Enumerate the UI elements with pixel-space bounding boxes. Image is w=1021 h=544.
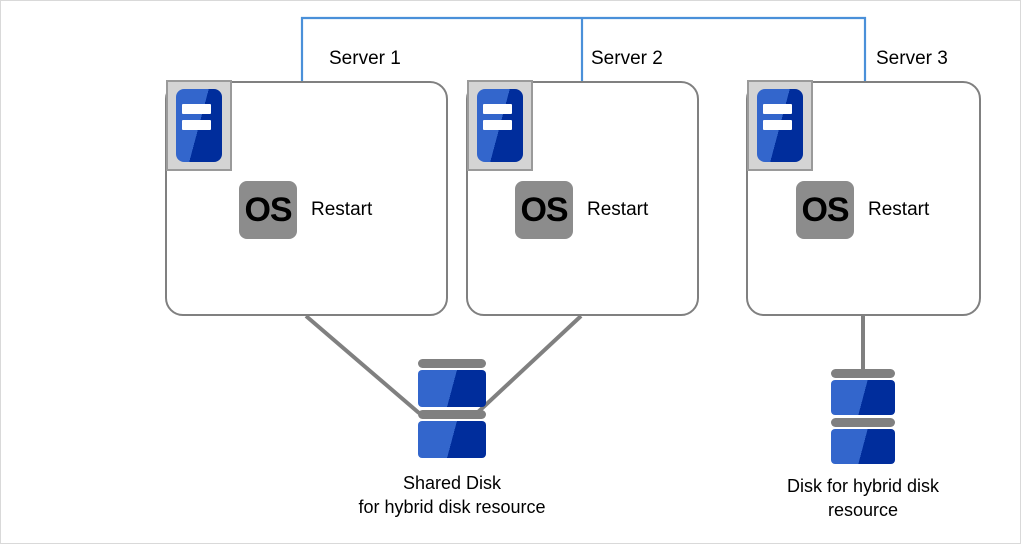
os-badge-1: OS xyxy=(239,181,297,239)
local-disk-caption-line2: resource xyxy=(827,500,899,521)
os-status-row-2: OS Restart xyxy=(515,181,648,239)
os-status-row-3: OS Restart xyxy=(796,181,929,239)
os-badge-2: OS xyxy=(515,181,573,239)
disk-platter-bottom xyxy=(831,429,895,464)
server-machine-icon-2 xyxy=(467,80,533,171)
local-disk-caption: Disk for hybrid disk resource xyxy=(739,474,987,523)
shared-disk-icon xyxy=(418,359,486,458)
disk-cap-top xyxy=(418,359,486,368)
local-disk-icon xyxy=(831,369,895,464)
disk-cap-top xyxy=(831,369,895,378)
server-machine-icon-3 xyxy=(747,80,813,171)
server-label-1: Server 1 xyxy=(329,48,401,69)
server-status-2: Restart xyxy=(587,199,649,220)
server-status-3: Restart xyxy=(868,199,930,220)
shared-disk-caption-line1: Shared Disk xyxy=(402,473,502,493)
local-disk-caption-line1: Disk for hybrid disk xyxy=(786,476,940,496)
server-status-1: Restart xyxy=(311,199,373,220)
server-label-2: Server 2 xyxy=(591,48,663,69)
os-badge-3: OS xyxy=(796,181,854,239)
os-status-row-1: OS Restart xyxy=(239,181,372,239)
server-label-3: Server 3 xyxy=(876,48,948,69)
server-machine-icon-1 xyxy=(166,80,232,171)
shared-disk-caption: Shared Disk for hybrid disk resource xyxy=(302,471,602,520)
disk-cap-middle xyxy=(418,410,486,419)
disk-platter-bottom xyxy=(418,421,486,458)
disk-cap-middle xyxy=(831,418,895,427)
disk-platter-top xyxy=(831,380,895,415)
connector-server2-shared-disk xyxy=(475,314,583,415)
disk-platter-top xyxy=(418,370,486,407)
server-box-2[interactable]: OS Restart xyxy=(466,81,699,316)
shared-disk-caption-line2: for hybrid disk resource xyxy=(358,497,546,518)
connector-server1-shared-disk xyxy=(304,314,421,415)
